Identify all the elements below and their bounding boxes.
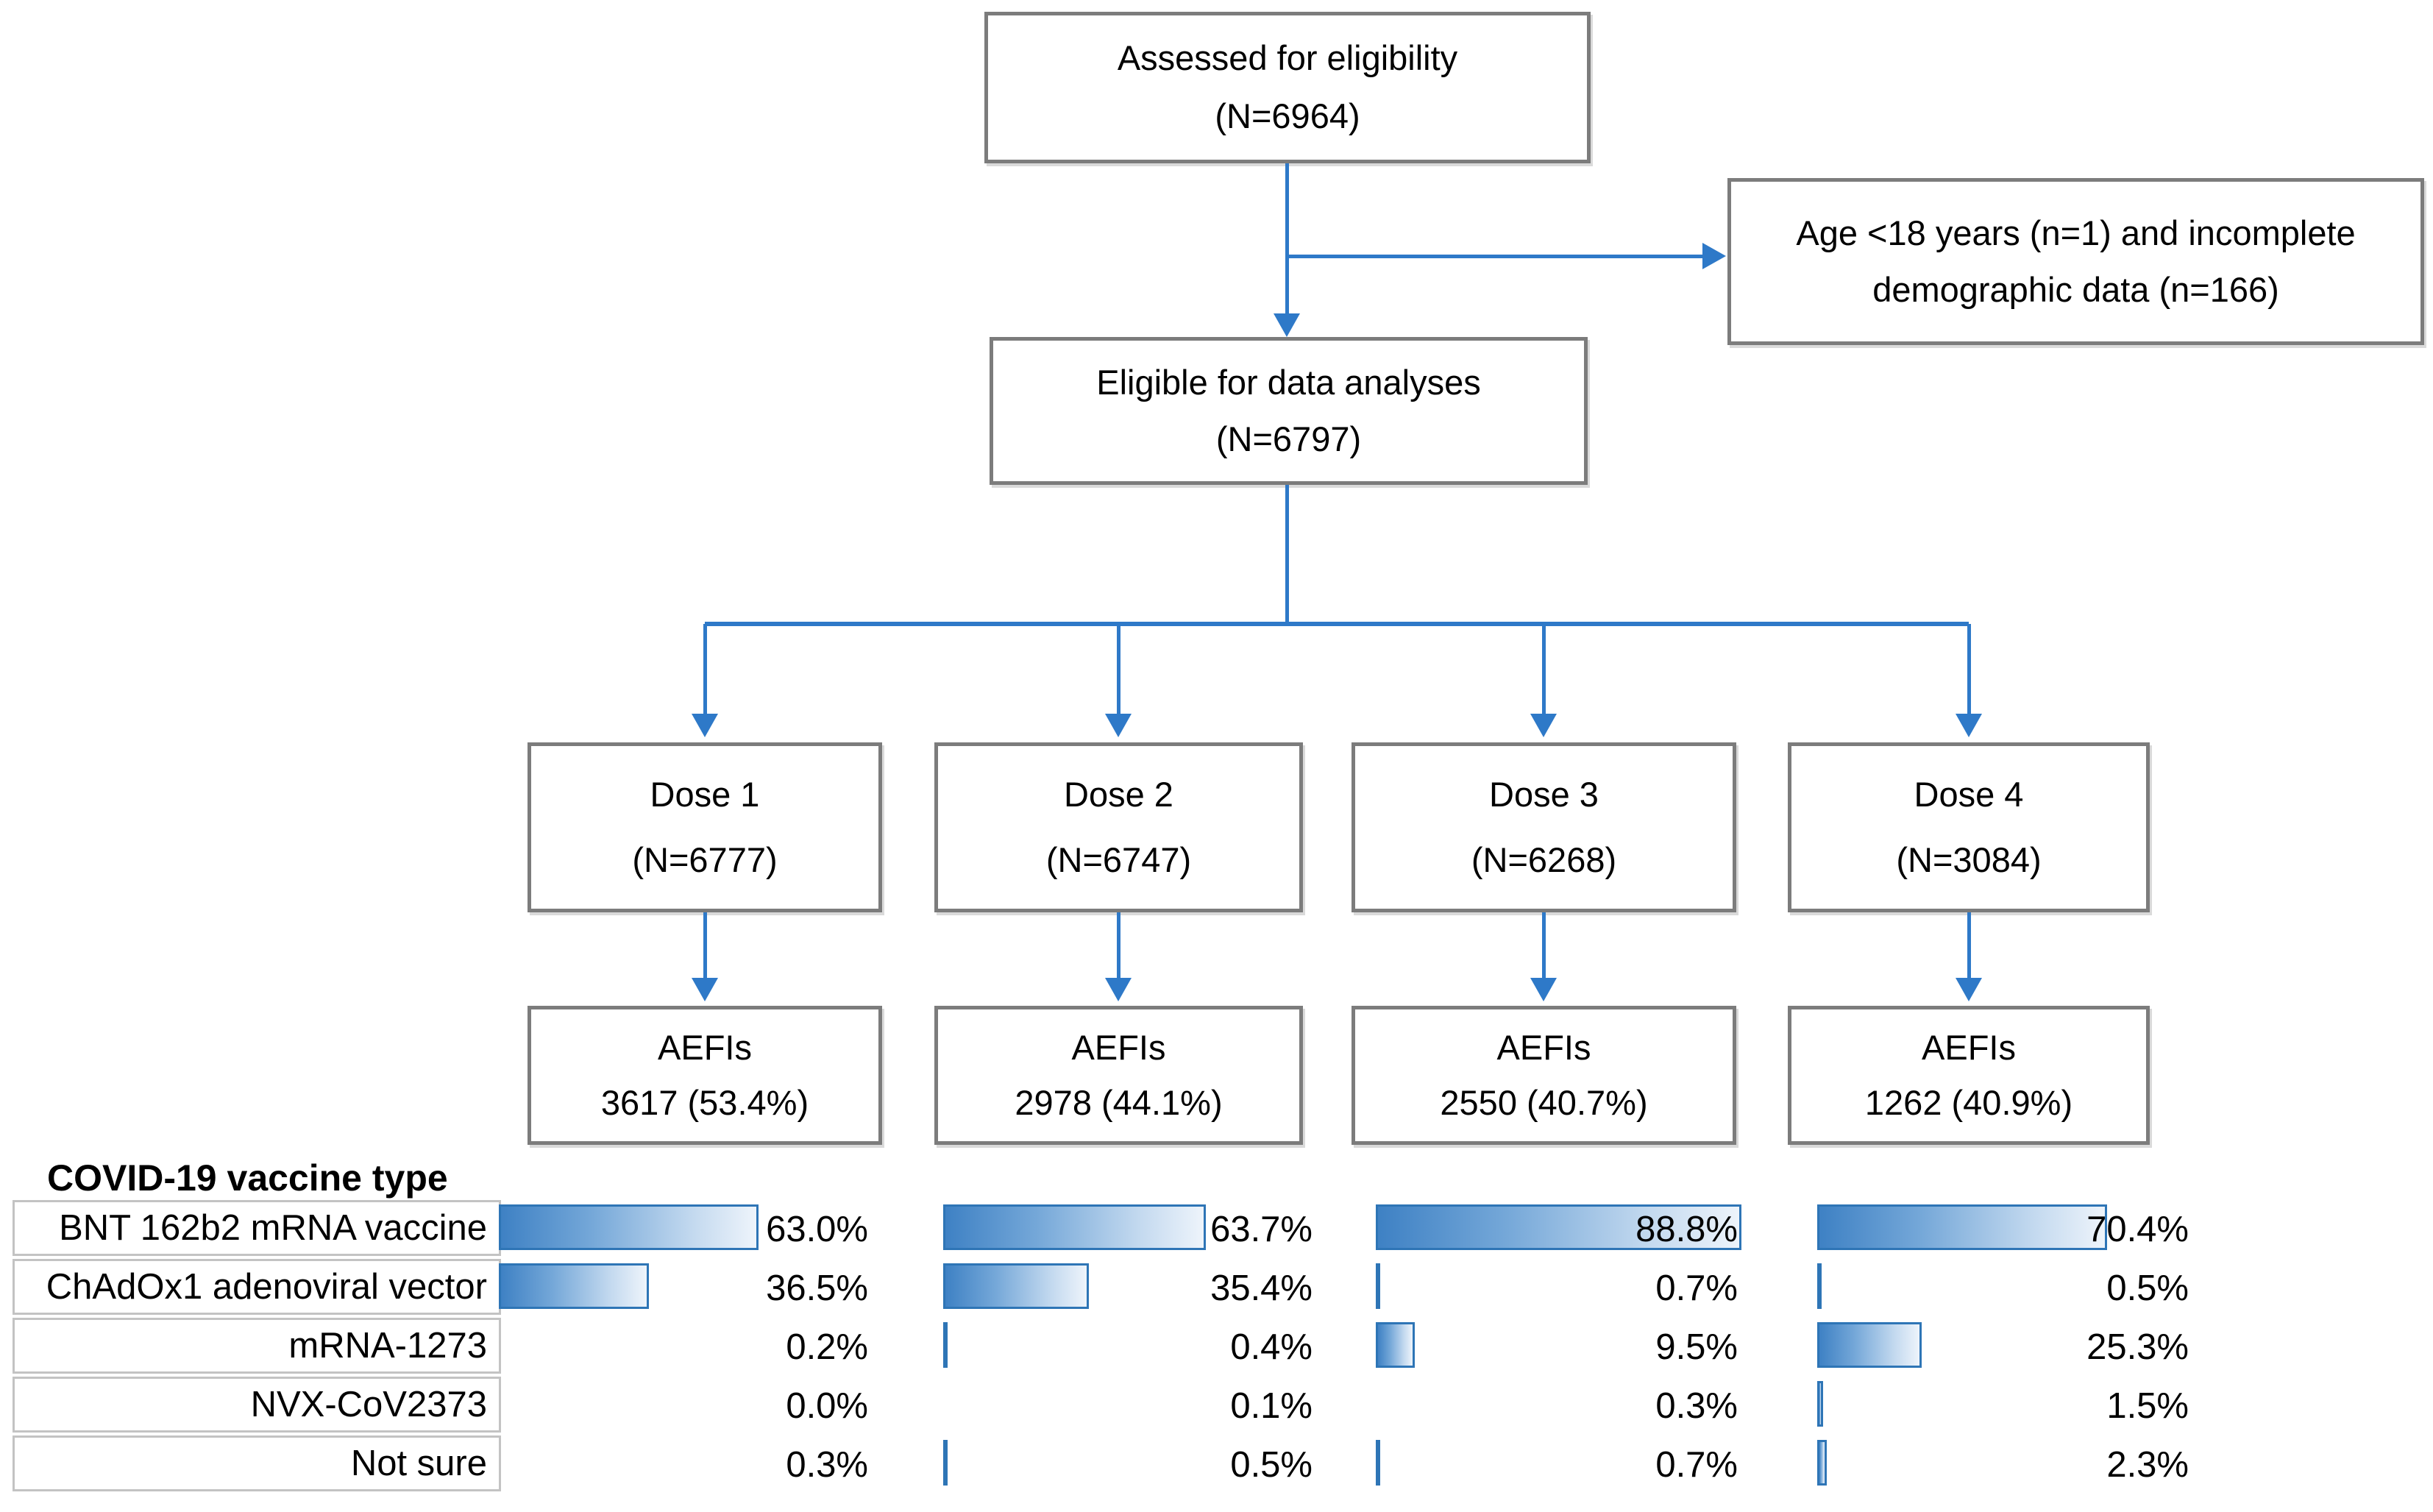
vaccine-pct-label: 0.3% xyxy=(1655,1386,1738,1426)
vaccine-pct-label: 0.5% xyxy=(1230,1445,1313,1485)
arrowhead-to-eligible xyxy=(1274,313,1300,337)
connector-drop-dose-2 xyxy=(1117,624,1120,717)
dose-4-box: Dose 4 (N=3084) xyxy=(1788,742,2150,912)
aefi-4-label: AEFIs xyxy=(1922,1027,2016,1067)
aefi-2-value: 2978 (44.1%) xyxy=(1015,1082,1223,1122)
connector-drop-dose-1 xyxy=(703,624,707,717)
connector-drop-dose-3 xyxy=(1542,624,1546,717)
vaccine-row-label: NVX-CoV2373 xyxy=(13,1377,501,1433)
vaccine-table-header: COVID-19 vaccine type xyxy=(47,1157,448,1199)
connector-eligible-down xyxy=(1285,485,1289,624)
dose-2-label: Dose 2 xyxy=(1064,774,1173,814)
connector-drop-dose-4 xyxy=(1967,624,1971,717)
dose-4-n: (N=3084) xyxy=(1896,840,2042,879)
assessed-title: Assessed for eligibility xyxy=(1117,38,1458,78)
aefi-3-box: AEFIs 2550 (40.7%) xyxy=(1352,1006,1736,1145)
vaccine-pct-label: 0.1% xyxy=(1230,1386,1313,1426)
vaccine-bar xyxy=(1376,1440,1380,1486)
assessed-box: Assessed for eligibility (N=6964) xyxy=(984,12,1591,163)
aefi-1-value: 3617 (53.4%) xyxy=(600,1082,809,1122)
vaccine-pct-label: 2.3% xyxy=(2106,1445,2189,1485)
dose-2-box: Dose 2 (N=6747) xyxy=(934,742,1303,912)
vaccine-bar xyxy=(943,1204,1206,1250)
arrowhead-to-dose-3 xyxy=(1530,714,1557,737)
vaccine-pct-label: 35.4% xyxy=(1210,1268,1313,1308)
connector-assessed-down xyxy=(1285,163,1289,318)
arrowhead-to-excluded xyxy=(1702,243,1726,269)
aefi-1-label: AEFIs xyxy=(658,1027,752,1067)
connector-dose-3-aefi xyxy=(1542,912,1546,980)
aefi-4-box: AEFIs 1262 (40.9%) xyxy=(1788,1006,2150,1145)
vaccine-pct-label: 0.0% xyxy=(786,1386,868,1426)
aefi-2-box: AEFIs 2978 (44.1%) xyxy=(934,1006,1303,1145)
aefi-4-value: 1262 (40.9%) xyxy=(1864,1082,2073,1122)
vaccine-bar xyxy=(943,1440,948,1486)
dose-3-label: Dose 3 xyxy=(1489,774,1599,814)
vaccine-bar xyxy=(1817,1263,1822,1309)
dose-1-label: Dose 1 xyxy=(650,774,760,814)
arrowhead-to-dose-1 xyxy=(692,714,718,737)
vaccine-pct-label: 0.5% xyxy=(2106,1268,2189,1308)
dose-2-n: (N=6747) xyxy=(1045,840,1192,879)
vaccine-pct-label: 9.5% xyxy=(1655,1327,1738,1367)
vaccine-row-label: mRNA-1273 xyxy=(13,1318,501,1374)
excluded-line1: Age <18 years (n=1) and incomplete xyxy=(1796,213,2356,252)
arrowhead-to-dose-2 xyxy=(1105,714,1132,737)
vaccine-pct-label: 0.7% xyxy=(1655,1445,1738,1485)
arrowhead-to-aefi-3 xyxy=(1530,978,1557,1001)
vaccine-bar xyxy=(499,1263,649,1309)
arrowhead-to-aefi-4 xyxy=(1956,978,1982,1001)
vaccine-bar xyxy=(943,1263,1089,1309)
vaccine-pct-label: 70.4% xyxy=(2086,1210,2189,1249)
vaccine-row-label: ChAdOx1 adenoviral vector xyxy=(13,1259,501,1315)
vaccine-pct-label: 0.3% xyxy=(786,1445,868,1485)
vaccine-bar xyxy=(943,1322,948,1368)
vaccine-row-label: Not sure xyxy=(13,1435,501,1491)
vaccine-pct-label: 0.4% xyxy=(1230,1327,1313,1367)
vaccine-bar xyxy=(1376,1263,1380,1309)
eligible-box: Eligible for data analyses (N=6797) xyxy=(990,337,1588,485)
vaccine-pct-label: 63.0% xyxy=(766,1210,868,1249)
dose-4-label: Dose 4 xyxy=(1914,774,2024,814)
dose-3-n: (N=6268) xyxy=(1471,840,1617,879)
vaccine-pct-label: 36.5% xyxy=(766,1268,868,1308)
aefi-1-box: AEFIs 3617 (53.4%) xyxy=(528,1006,882,1145)
vaccine-pct-label: 1.5% xyxy=(2106,1386,2189,1426)
vaccine-row-label: BNT 162b2 mRNA vaccine xyxy=(13,1200,501,1256)
arrowhead-to-aefi-1 xyxy=(692,978,718,1001)
aefi-2-label: AEFIs xyxy=(1071,1027,1166,1067)
connector-dose-4-aefi xyxy=(1967,912,1971,980)
dose-3-box: Dose 3 (N=6268) xyxy=(1352,742,1736,912)
connector-dose-2-aefi xyxy=(1117,912,1120,980)
vaccine-bar xyxy=(1376,1204,1741,1250)
arrowhead-to-aefi-2 xyxy=(1105,978,1132,1001)
vaccine-bar xyxy=(1817,1322,1922,1368)
vaccine-pct-label: 88.8% xyxy=(1635,1210,1738,1249)
dose-1-box: Dose 1 (N=6777) xyxy=(528,742,882,912)
vaccine-pct-label: 63.7% xyxy=(1210,1210,1313,1249)
vaccine-pct-label: 0.2% xyxy=(786,1327,868,1367)
connector-dose-spread xyxy=(705,622,1969,626)
dose-1-n: (N=6777) xyxy=(632,840,778,879)
vaccine-bar xyxy=(1817,1440,1827,1486)
excluded-box: Age <18 years (n=1) and incomplete demog… xyxy=(1727,178,2424,345)
assessed-n: (N=6964) xyxy=(1215,96,1360,135)
eligible-title: Eligible for data analyses xyxy=(1096,362,1481,402)
arrowhead-to-dose-4 xyxy=(1956,714,1982,737)
aefi-3-label: AEFIs xyxy=(1496,1027,1591,1067)
vaccine-bar xyxy=(1817,1381,1823,1427)
eligible-n: (N=6797) xyxy=(1215,419,1362,458)
connector-exclusion-branch xyxy=(1287,255,1704,258)
vaccine-bar xyxy=(1817,1204,2107,1250)
vaccine-bar xyxy=(1376,1322,1415,1368)
vaccine-pct-label: 0.7% xyxy=(1655,1268,1738,1308)
excluded-line2: demographic data (n=166) xyxy=(1872,269,2279,309)
vaccine-pct-label: 25.3% xyxy=(2086,1327,2189,1367)
connector-dose-1-aefi xyxy=(703,912,707,980)
vaccine-bar xyxy=(499,1204,759,1250)
aefi-3-value: 2550 (40.7%) xyxy=(1440,1082,1648,1122)
